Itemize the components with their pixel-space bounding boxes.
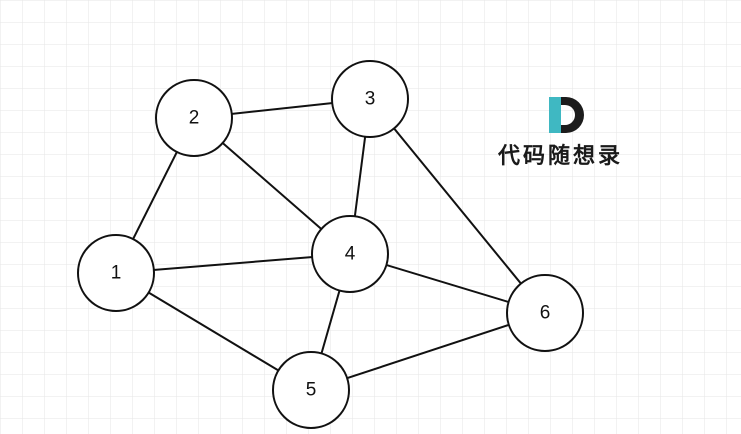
node-label-4: 4 — [345, 244, 356, 265]
node-1: 1 — [77, 234, 155, 312]
node-circle-1 — [77, 234, 155, 312]
node-circle-5 — [272, 351, 350, 429]
node-2: 2 — [155, 79, 233, 157]
edge-3-6 — [369, 98, 546, 314]
node-6: 6 — [506, 274, 584, 352]
node-circle-2 — [155, 79, 233, 157]
node-3: 3 — [331, 60, 409, 138]
node-label-2: 2 — [189, 108, 200, 129]
logo: 代码随想录 — [497, 97, 623, 169]
node-circle-6 — [506, 274, 584, 352]
node-4: 4 — [311, 215, 389, 293]
node-label-6: 6 — [540, 303, 551, 324]
logo-text: 代码随想录 — [497, 143, 623, 169]
node-label-3: 3 — [365, 89, 376, 110]
nodes: 1 2 3 4 5 6 — [77, 60, 584, 429]
node-circle-3 — [331, 60, 409, 138]
logo-d-icon — [549, 97, 584, 133]
edge-5-6 — [310, 312, 546, 391]
edge-1-4 — [115, 253, 351, 274]
node-circle-4 — [311, 215, 389, 293]
node-label-1: 1 — [111, 263, 122, 284]
node-label-5: 5 — [306, 380, 317, 401]
node-5: 5 — [272, 351, 350, 429]
